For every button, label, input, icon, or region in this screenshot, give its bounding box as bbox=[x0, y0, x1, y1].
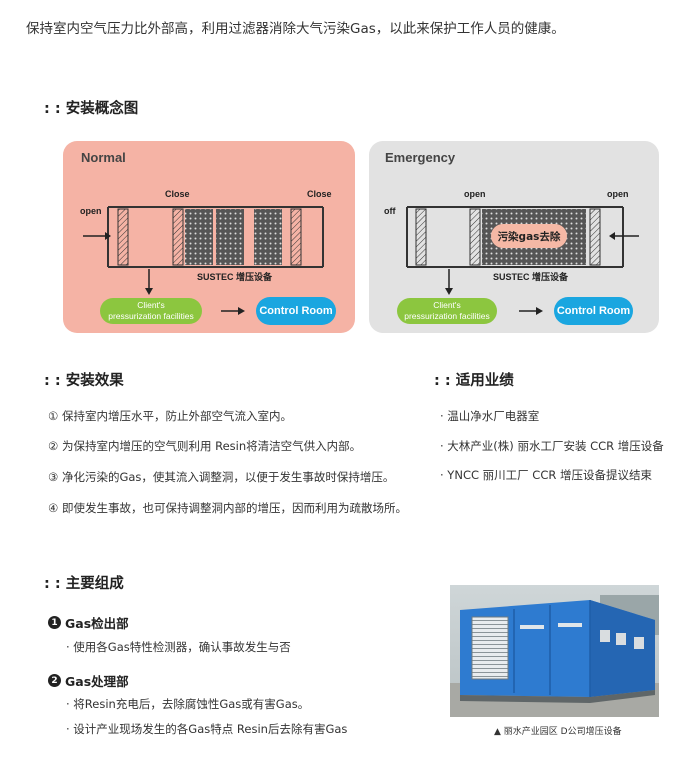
component-title-text: Gas检出部 bbox=[65, 616, 129, 631]
components-section-title: : : 主要组成 bbox=[44, 576, 124, 592]
record-item-2: · 大林产业(株) 丽水工厂安装 CCR 增压设备 bbox=[440, 439, 664, 453]
emergency-client-pill: Client's pressurization facilities bbox=[397, 298, 497, 324]
number-badge-1: 1 bbox=[48, 616, 61, 629]
number-badge-2: 2 bbox=[48, 674, 61, 687]
emergency-gas-removal-badge: 污染gas去除 bbox=[491, 224, 567, 248]
photo-caption: ▲ 丽水产业园区 D公司增压设备 bbox=[494, 727, 622, 737]
records-section-title: : : 适用业绩 bbox=[434, 373, 514, 389]
normal-close-label-right: Close bbox=[307, 189, 332, 199]
component-gas-treatment-item-2: · 设计产业现场发生的各Gas特点 Resin后去除有害Gas bbox=[66, 722, 348, 736]
normal-control-room-pill: Control Room bbox=[256, 297, 336, 325]
emergency-filter-mid bbox=[469, 208, 481, 266]
component-gas-treatment-item-1: · 将Resin充电后，去除腐蚀性Gas或有害Gas。 bbox=[66, 697, 310, 711]
effect-item-1: ① 保持室内增压水平，防止外部空气流入室内。 bbox=[48, 409, 292, 423]
emergency-open-label-right: open bbox=[607, 189, 629, 199]
record-item-3: · YNCC 丽川工厂 CCR 增压设备提议结束 bbox=[440, 468, 653, 482]
normal-client-pill: Client's pressurization facilities bbox=[100, 298, 202, 324]
equipment-photo bbox=[450, 585, 659, 717]
normal-filter-left bbox=[117, 208, 129, 266]
normal-filter-mid bbox=[172, 208, 184, 266]
emergency-control-room-pill: Control Room bbox=[554, 297, 633, 325]
effect-item-4: ④ 即使发生事故，也可保持调整洞内部的增压，因而利用为疏散场所。 bbox=[48, 501, 407, 515]
component-gas-treatment-title: 2 Gas处理部 bbox=[48, 671, 129, 690]
emergency-off-label: off bbox=[384, 206, 396, 216]
normal-device-label: SUSTEC 增压设备 bbox=[197, 272, 273, 282]
concept-section-title: : : 安装概念图 bbox=[44, 101, 139, 117]
normal-filter-right bbox=[290, 208, 302, 266]
emergency-filter-right bbox=[589, 208, 601, 266]
normal-diagram bbox=[83, 206, 324, 315]
normal-panel-title: Normal bbox=[81, 150, 126, 165]
intro-text: 保持室内空气压力比外部高，利用过滤器消除大气污染Gas，以此来保护工作人员的健康… bbox=[26, 21, 565, 37]
record-item-1: · 温山净水厂电器室 bbox=[440, 409, 540, 423]
effects-section-title: : : 安装效果 bbox=[44, 373, 124, 389]
effect-item-3: ③ 净化污染的Gas，使其流入调整洞，以便于发生事故时保持增压。 bbox=[48, 470, 395, 484]
effect-item-2: ② 为保持室内增压的空气则利用 Resin将清洁空气供入内部。 bbox=[48, 439, 362, 453]
component-gas-detection-title: 1 Gas检出部 bbox=[48, 613, 129, 632]
emergency-open-label-mid: open bbox=[464, 189, 486, 199]
normal-close-label-mid: Close bbox=[165, 189, 190, 199]
emergency-panel: Emergency off open open 污染gas去除 SUSTEC 增… bbox=[369, 141, 659, 333]
normal-open-label: open bbox=[80, 206, 102, 216]
component-title-text: Gas处理部 bbox=[65, 674, 129, 689]
emergency-filter-left bbox=[415, 208, 427, 266]
emergency-panel-title: Emergency bbox=[385, 150, 456, 165]
component-gas-detection-item: · 使用各Gas特性检测器，确认事故发生与否 bbox=[66, 640, 291, 654]
emergency-device-label: SUSTEC 增压设备 bbox=[493, 272, 569, 282]
normal-panel: Normal open Close Close SUSTEC 增压设备 Cli bbox=[63, 141, 355, 333]
